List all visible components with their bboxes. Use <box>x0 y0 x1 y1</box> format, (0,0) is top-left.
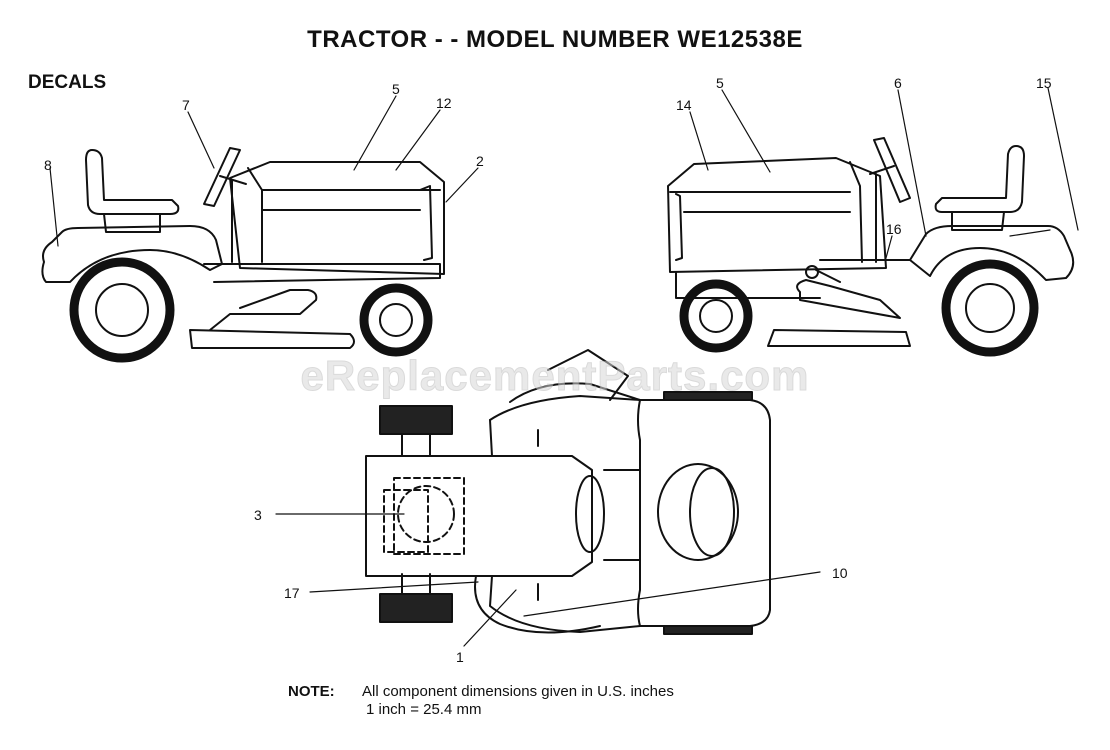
watermark: eReplacementParts.com <box>300 352 810 400</box>
callout-5-left: 5 <box>392 81 400 97</box>
callout-17: 17 <box>284 585 300 601</box>
callout-6: 6 <box>894 75 902 91</box>
callout-10: 10 <box>832 565 848 581</box>
callout-16: 16 <box>886 221 902 237</box>
callout-5-right: 5 <box>716 75 724 91</box>
dimensions-note: NOTE: All component dimensions given in U… <box>288 683 674 719</box>
leader-lines <box>49 87 1079 647</box>
callout-15: 15 <box>1036 75 1052 91</box>
page-title: TRACTOR - - MODEL NUMBER WE12538E <box>307 26 803 53</box>
callout-2: 2 <box>476 153 484 169</box>
note-label: NOTE: <box>288 683 335 700</box>
tractor-right-side-view <box>667 137 1075 357</box>
callout-8: 8 <box>44 157 52 173</box>
callout-3: 3 <box>254 507 262 523</box>
callout-1: 1 <box>456 649 464 665</box>
tractor-top-view <box>365 349 771 635</box>
callout-7: 7 <box>182 97 190 113</box>
note-line-2: 1 inch = 25.4 mm <box>366 701 482 718</box>
note-line-1: All component dimensions given in U.S. i… <box>362 683 674 700</box>
callout-12: 12 <box>436 95 452 111</box>
section-heading: DECALS <box>28 72 107 93</box>
callout-14: 14 <box>676 97 692 113</box>
tractor-left-side-view <box>41 147 445 363</box>
